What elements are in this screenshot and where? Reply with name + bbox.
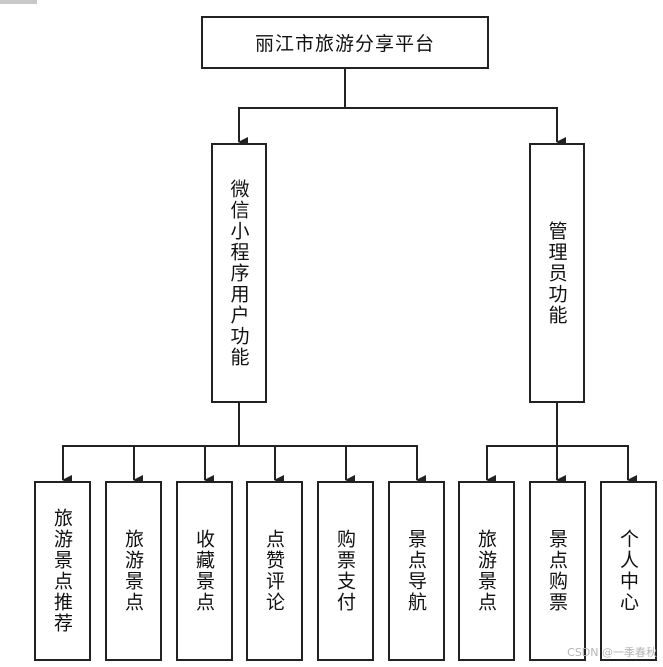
leaf-node-label: 旅游景点: [475, 529, 497, 613]
leaf-node: 旅游景点: [458, 481, 515, 661]
leaf-node-label: 旅游景点: [122, 529, 144, 613]
leaf-node: 点赞评论: [246, 481, 303, 661]
branch-node-label: 微信小程序用户功能: [227, 178, 250, 368]
branch-node-label: 管理员功能: [545, 220, 568, 326]
leaf-node: 旅游景点推荐: [34, 481, 91, 661]
branch-node-user: 微信小程序用户功能: [211, 143, 267, 403]
leaf-node: 旅游景点: [105, 481, 162, 661]
leaf-node: 景点购票: [529, 481, 586, 661]
leaf-node: 个人中心: [600, 481, 657, 661]
watermark: CSDN @一季春秋: [567, 646, 657, 659]
leaf-node-label: 景点导航: [405, 529, 427, 613]
root-node-label: 丽江市旅游分享平台: [254, 33, 435, 55]
leaf-node: 收藏景点: [176, 481, 233, 661]
leaf-node-label: 个人中心: [617, 529, 639, 613]
leaf-node-label: 点赞评论: [263, 529, 285, 613]
top-gray-bar: [0, 0, 37, 4]
leaf-node: 景点导航: [388, 481, 445, 661]
leaf-node-label: 购票支付: [334, 529, 356, 613]
root-node: 丽江市旅游分享平台: [201, 16, 489, 69]
leaf-node-label: 旅游景点推荐: [51, 508, 73, 634]
leaf-node-label: 景点购票: [546, 529, 568, 613]
leaf-node-label: 收藏景点: [193, 529, 215, 613]
leaf-node: 购票支付: [317, 481, 374, 661]
branch-node-admin: 管理员功能: [529, 143, 585, 403]
